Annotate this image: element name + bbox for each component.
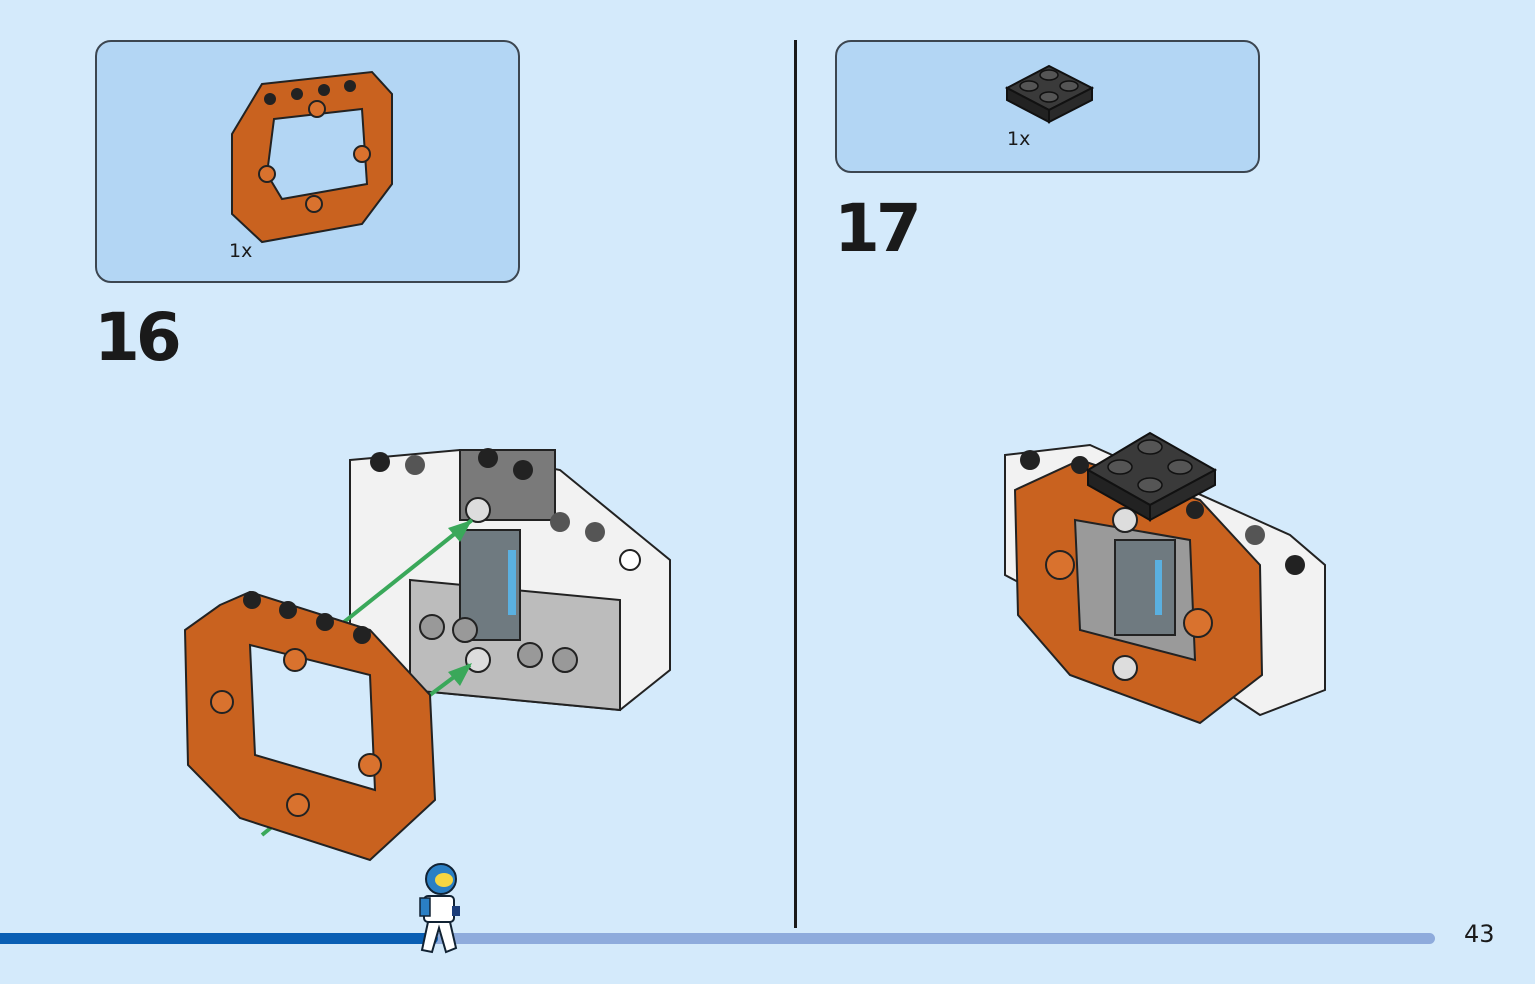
black-plate-part-icon xyxy=(1004,64,1095,124)
step-17-assembly-illustration xyxy=(1004,431,1326,725)
progress-bar-track xyxy=(0,933,1435,944)
part-quantity: 1x xyxy=(229,240,253,262)
step-number-16: 16 xyxy=(94,299,182,376)
step-number-17: 17 xyxy=(834,190,922,267)
parts-box-step-17: 1x xyxy=(835,40,1260,173)
page-divider xyxy=(794,40,797,928)
part-quantity: 1x xyxy=(1007,128,1031,150)
parts-box-step-16: 1x xyxy=(95,40,520,283)
step-16-assembly-illustration xyxy=(183,448,671,862)
orange-frame-part-icon xyxy=(231,70,393,244)
progress-bar-fill xyxy=(0,933,438,944)
astronaut-minifigure-icon xyxy=(419,863,460,954)
page-number: 43 xyxy=(1464,920,1495,948)
